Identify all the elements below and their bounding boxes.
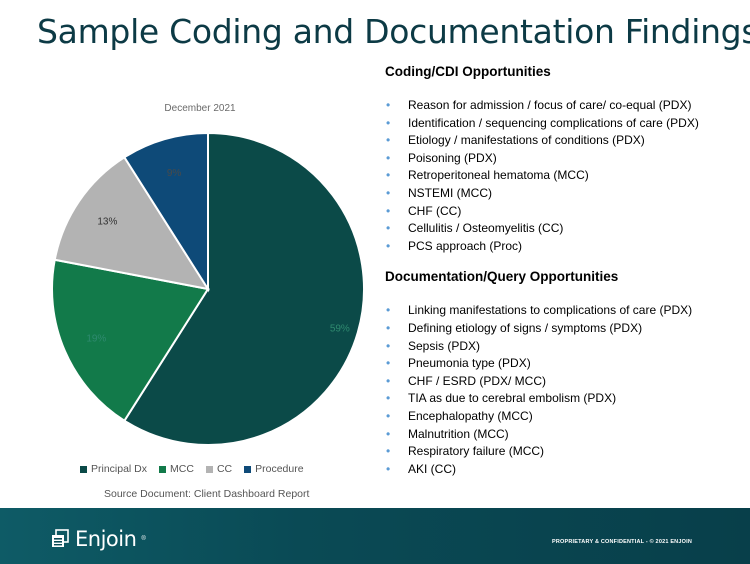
- coding-cdi-list: Reason for admission / focus of care/ co…: [385, 97, 745, 255]
- coding-cdi-item: Identification / sequencing complication…: [385, 115, 745, 133]
- slide-title: Sample Coding and Documentation Findings: [37, 12, 750, 51]
- enjoin-logo-icon: [50, 529, 70, 549]
- documentation-query-item: Defining etiology of signs / symptoms (P…: [385, 320, 745, 338]
- pie-data-label: 13%: [97, 217, 117, 228]
- pie-slice-cc: [53, 155, 211, 291]
- documentation-query-item: AKI (CC): [385, 461, 745, 479]
- legend-swatch: [244, 465, 252, 473]
- pie-chart: 59% 19% 13% 9% December 2021 Principal Dx MC…: [40, 95, 385, 515]
- documentation-query-item: Linking manifestations to complications …: [385, 302, 745, 320]
- documentation-query-item: Respiratory failure (MCC): [385, 443, 745, 461]
- documentation-query-item: TIA as due to cerebral embolism (PDX): [385, 390, 745, 408]
- pie-slice-principal-dx: [123, 131, 365, 446]
- enjoin-logo-text: Enjoin: [75, 527, 137, 551]
- legend-item: Principal Dx: [80, 463, 147, 475]
- findings-panel: Coding/CDI Opportunities Reason for admi…: [385, 64, 745, 478]
- documentation-query-item: Encephalopathy (MCC): [385, 408, 745, 426]
- pie-data-label: 59%: [330, 323, 350, 334]
- legend-item: Procedure: [244, 463, 304, 475]
- legend-label: Procedure: [255, 463, 304, 475]
- legend-label: MCC: [170, 463, 194, 475]
- enjoin-logo: Enjoin ®: [50, 527, 146, 551]
- footer-bar: Enjoin ® PROPRIETARY & CONFIDENTIAL - © 2…: [0, 508, 750, 564]
- coding-cdi-item: Etiology / manifestations of conditions …: [385, 132, 745, 150]
- documentation-query-item: Malnutrition (MCC): [385, 426, 745, 444]
- legend-item: MCC: [159, 463, 194, 475]
- documentation-query-list: Linking manifestations to complications …: [385, 302, 745, 478]
- footer-confidential-note: PROPRIETARY & CONFIDENTIAL - © 2021 ENJO…: [552, 539, 692, 545]
- trademark-mark: ®: [141, 536, 146, 542]
- chart-source: Source Document: Client Dashboard Report: [104, 488, 310, 500]
- pie-slice-mcc: [51, 258, 210, 423]
- legend-label: Principal Dx: [91, 463, 148, 475]
- documentation-query-heading: Documentation/Query Opportunities: [385, 269, 619, 285]
- legend-item: CC: [205, 463, 233, 475]
- coding-cdi-item: PCS approach (Proc): [385, 238, 745, 256]
- coding-cdi-heading: Coding/CDI Opportunities: [385, 64, 551, 79]
- pie-slice-procedure: [123, 131, 209, 293]
- pie-chart-svg: 59% 19% 13% 9%: [51, 131, 365, 446]
- legend-swatch: [80, 465, 87, 473]
- legend-swatch: [205, 465, 213, 473]
- legend-swatch: [159, 465, 167, 473]
- chart-legend: Principal Dx MCC CC Procedure: [80, 463, 304, 475]
- documentation-query-item: CHF / ESRD (PDX/ MCC): [385, 373, 745, 391]
- coding-cdi-item: NSTEMI (MCC): [385, 185, 745, 203]
- coding-cdi-item: Poisoning (PDX): [385, 150, 745, 168]
- legend-label: CC: [216, 463, 233, 475]
- chart-title: December 2021: [164, 103, 236, 114]
- documentation-query-item: Pneumonia type (PDX): [385, 355, 745, 373]
- coding-cdi-item: Retroperitoneal hematoma (MCC): [385, 167, 745, 185]
- coding-cdi-item: Cellulitis / Osteomyelitis (CC): [385, 220, 745, 238]
- pie-data-label: 9%: [167, 168, 182, 179]
- coding-cdi-item: CHF (CC): [385, 203, 745, 221]
- pie-data-label: 19%: [86, 333, 106, 344]
- coding-cdi-item: Reason for admission / focus of care/ co…: [385, 97, 745, 115]
- documentation-query-item: Sepsis (PDX): [385, 338, 745, 356]
